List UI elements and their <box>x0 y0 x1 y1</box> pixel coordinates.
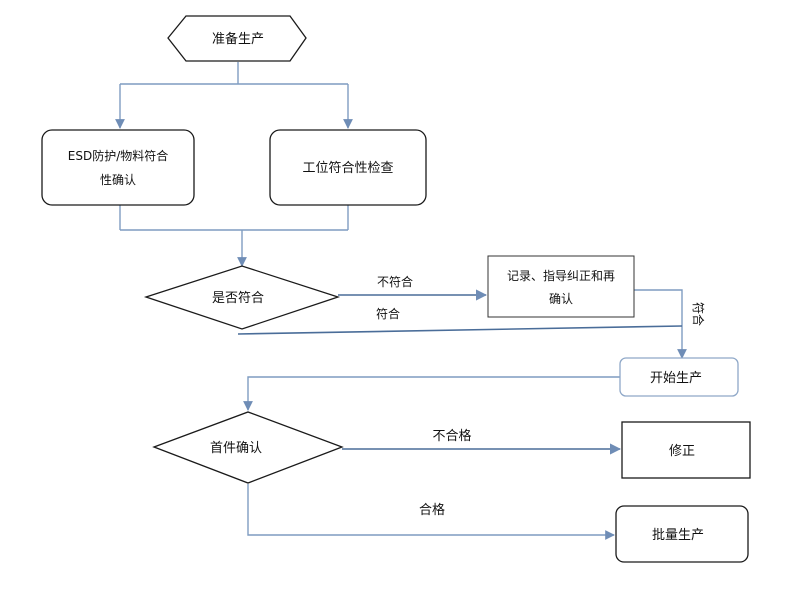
node-record-label-line2: 确认 <box>549 292 573 306</box>
node-esd-check: ESD防护/物料符合 性确认 <box>41 129 195 206</box>
node-record: 记录、指导纠正和再 确认 <box>487 255 635 318</box>
node-fix: 修正 <box>621 421 751 479</box>
node-esd-label-line2: 性确认 <box>100 173 136 187</box>
node-conform-label: 是否符合 <box>212 290 264 306</box>
edge-conform <box>237 325 683 335</box>
edge-record-right <box>634 289 687 359</box>
edge-label-conform-vertical: 符合 <box>691 302 706 326</box>
node-mass-label: 批量生产 <box>652 528 704 543</box>
node-prepare-label: 准备生产 <box>212 31 264 47</box>
node-record-label-line1: 记录、指导纠正和再 <box>507 268 615 283</box>
node-prepare: 准备生产 <box>167 15 307 62</box>
node-start-label: 开始生产 <box>650 371 702 386</box>
node-esd-label-line1: ESD防护/物料符合 <box>68 148 168 163</box>
node-first-piece-decision: 首件确认 <box>152 411 344 484</box>
node-station-label: 工位符合性检查 <box>302 160 393 176</box>
edge-start-to-first <box>243 376 620 411</box>
node-fix-label: 修正 <box>669 444 695 459</box>
edge-label-unqualified: 不合格 <box>432 428 471 444</box>
edge-label-qualified: 合格 <box>419 502 445 518</box>
node-mass: 批量生产 <box>615 505 749 563</box>
node-start: 开始生产 <box>619 357 739 397</box>
edge-label-conform: 符合 <box>376 306 400 321</box>
node-station-check: 工位符合性检查 <box>269 129 427 206</box>
edge-label-no-conform: 不符合 <box>377 274 413 289</box>
node-first-piece-label: 首件确认 <box>210 441 262 456</box>
edge-qualified <box>247 484 615 540</box>
node-conform-decision: 是否符合 <box>143 265 341 330</box>
